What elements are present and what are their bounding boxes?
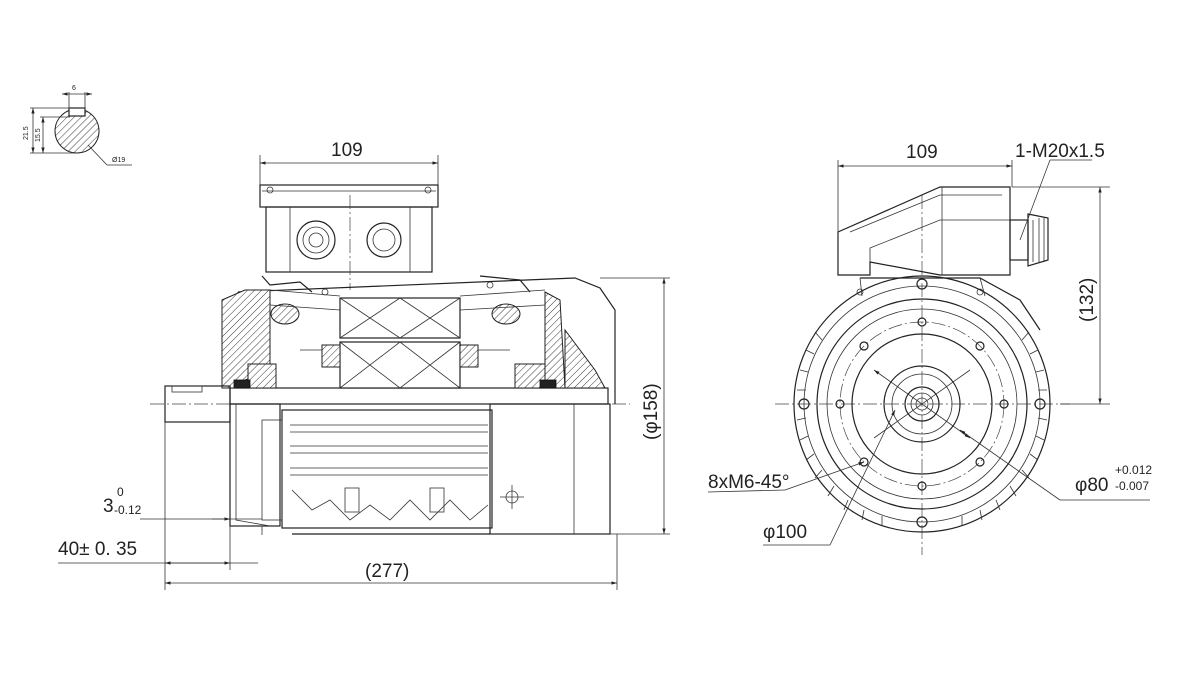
shaft-section-detail: 6 21.5 15.5 Ø19	[23, 85, 132, 166]
rotor-core	[339, 341, 461, 389]
flange-outer	[816, 298, 1028, 510]
overall-length-label: (277)	[365, 561, 409, 582]
shaft-shoulder-label: 3	[103, 496, 114, 517]
end-view: 1-M20x1.5 109 (132)	[707, 141, 1152, 555]
gland-right	[366, 222, 402, 258]
cable-gland-label: 1-M20x1.5	[1015, 141, 1105, 162]
box-height-label: (132)	[1077, 278, 1098, 322]
cooling-fins	[793, 275, 1051, 533]
terminal-box-body	[265, 206, 433, 273]
gland-left	[296, 220, 336, 260]
spigot-tol-lower: -0.007	[1115, 479, 1149, 493]
side-view: 109	[58, 140, 670, 590]
shaft-diameter-label: Ø19	[112, 157, 125, 164]
shaft-shoulder-lower-tol: -0.12	[114, 503, 142, 517]
shaft-shoulder-upper-tol: 0	[117, 485, 124, 499]
rear-end-shield	[544, 291, 566, 389]
stator-upper	[339, 297, 461, 339]
shaft-length-label: 40± 0. 35	[58, 539, 137, 560]
fan-cover	[489, 403, 611, 535]
spigot-diameter-label: φ80	[1075, 475, 1108, 496]
flange-holes-label: 8xM6-45°	[708, 472, 790, 493]
spigot-tol-upper: +0.012	[1115, 463, 1152, 477]
pitch-circle-label: φ100	[763, 522, 807, 543]
cable-gland	[1027, 213, 1049, 267]
side-box-width-label: 109	[331, 140, 363, 161]
terminal-box-lid	[259, 184, 439, 208]
pitch-circle	[839, 321, 1005, 487]
end-box-width-label: 109	[906, 142, 938, 163]
end-terminal-box	[837, 186, 1011, 276]
overall-height-label: (φ158)	[641, 383, 662, 440]
frame-top-outline	[237, 277, 616, 404]
shaft-height-outer-label: 21.5	[23, 126, 30, 140]
front-flange	[229, 403, 281, 527]
key-width-label: 6	[72, 85, 76, 92]
shaft-height-inner-label: 15.5	[35, 128, 42, 142]
